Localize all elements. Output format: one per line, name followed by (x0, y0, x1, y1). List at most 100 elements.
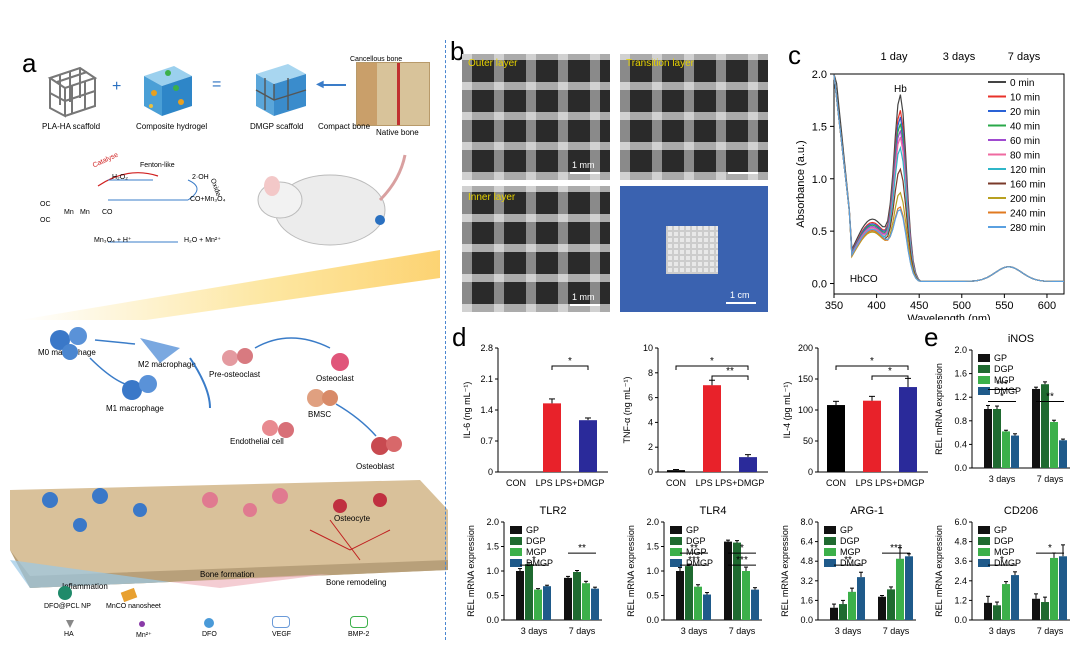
legend-entry: 80 min (1010, 151, 1040, 162)
legend-swatch (670, 559, 682, 567)
legend-swatch (978, 387, 990, 395)
transition-layer-label: Transition layer (626, 58, 694, 69)
y-tick-label: 0.0 (954, 615, 967, 625)
bar (724, 541, 732, 620)
bar (667, 470, 685, 472)
y-tick-label: 1.0 (812, 174, 827, 186)
bar (676, 571, 684, 620)
legend-swatch (824, 559, 836, 567)
y-tick-label: 1.0 (646, 566, 659, 576)
bar (543, 403, 561, 472)
mn-ion-icon (139, 621, 145, 627)
y-tick-label: 0.5 (486, 591, 499, 601)
bar (751, 589, 759, 620)
osteoclast-label: Osteoclast (316, 374, 354, 383)
series-line (833, 74, 1064, 282)
y-tick-label: 4 (648, 417, 653, 427)
significance-label: * (888, 366, 892, 377)
bar (830, 607, 838, 620)
y-tick-label: 2 (648, 442, 653, 452)
legend-entry: 10 min (1010, 93, 1040, 104)
legend-swatch (670, 537, 682, 545)
dfo-pcl-np-icon (58, 586, 72, 600)
legend-swatch (978, 537, 990, 545)
arrow-left-icon: ◀ (316, 79, 324, 90)
time-label: 1 day (881, 51, 908, 63)
series-line (833, 74, 1064, 282)
y-tick-label: 0.7 (480, 436, 493, 446)
legend-entry: GP (686, 525, 699, 535)
legend-entry: DGP (994, 536, 1014, 546)
chart-title: TLR4 (700, 505, 727, 517)
panel-d-letter: d (452, 322, 467, 352)
bmp2-icon (350, 616, 368, 628)
series-line (833, 74, 1064, 282)
bar (582, 583, 590, 620)
legend-dfo: DFO (202, 631, 217, 638)
time-label: 7 days (1008, 51, 1041, 63)
legend-entry: GP (840, 525, 853, 535)
bar (694, 586, 702, 620)
legend-entry: 120 min (1010, 165, 1046, 176)
scale-bar-2 (728, 172, 758, 174)
y-axis-label: REL mRNA expression (626, 525, 636, 617)
y-tick-label: 1.5 (486, 542, 499, 552)
y-tick-label: 2.0 (812, 69, 827, 81)
significance-bracket (835, 365, 909, 370)
legend-entry: MGP (994, 547, 1015, 557)
legend-entry: 160 min (1010, 180, 1046, 191)
y-tick-label: 0 (488, 467, 493, 477)
dmgp-scaffold-label: DMGP scaffold (250, 122, 304, 131)
cell-diagram (40, 318, 420, 468)
x-tick-label: CON (826, 478, 846, 488)
x-tick-label: 3 days (521, 626, 548, 636)
legend-swatch (510, 559, 522, 567)
legend-entry: MGP (994, 375, 1015, 385)
legend-entry: DGP (994, 364, 1014, 374)
legend-swatch (824, 548, 836, 556)
bar (878, 596, 886, 620)
panel-c-letter: c (788, 40, 801, 70)
significance-label: * (568, 356, 572, 367)
svg-text:OC: OC (40, 217, 51, 224)
hb-annotation: Hb (894, 84, 907, 95)
bar (516, 571, 524, 620)
y-tick-label: 1.5 (812, 121, 827, 133)
y-tick-label: 0.5 (646, 591, 659, 601)
chart-title: CD206 (1004, 505, 1038, 517)
x-tick-label: 3 days (989, 626, 1016, 636)
bar (1032, 388, 1040, 468)
native-bone-image (356, 62, 430, 126)
bar (848, 591, 856, 620)
significance-label: ** (1046, 392, 1054, 403)
legend-swatch (978, 376, 990, 384)
x-tick-label: CON (666, 478, 686, 488)
legend-entry: DMGP (526, 558, 553, 568)
x-tick-label: 7 days (729, 626, 756, 636)
bar (993, 409, 1001, 468)
significance-label: *** (736, 555, 748, 566)
series-line (833, 74, 1064, 282)
legend-entry: 200 min (1010, 194, 1046, 205)
bar (534, 589, 542, 620)
y-tick-label: 1.2 (954, 392, 967, 402)
y-axis-label: REL mRNA expression (934, 525, 944, 617)
legend-entry: 280 min (1010, 223, 1046, 234)
y-tick-label: 2.0 (486, 517, 499, 527)
h2o2-label: H₂O₂ (112, 174, 128, 181)
significance-label: * (870, 356, 874, 367)
legend-bmp2: BMP-2 (348, 631, 370, 638)
x-tick-label: 500 (953, 300, 971, 312)
bar (1041, 384, 1049, 468)
significance-label: ** (578, 543, 586, 554)
significance-label: *** (688, 555, 700, 566)
legend-entry: DGP (526, 536, 546, 546)
scale-label-4: 1 cm (730, 290, 750, 300)
y-tick-label: 8 (648, 368, 653, 378)
h2o-mn-label: H₂O + Mn²⁺ (184, 237, 221, 244)
bar (1059, 440, 1067, 468)
y-tick-label: 0.8 (954, 416, 967, 426)
